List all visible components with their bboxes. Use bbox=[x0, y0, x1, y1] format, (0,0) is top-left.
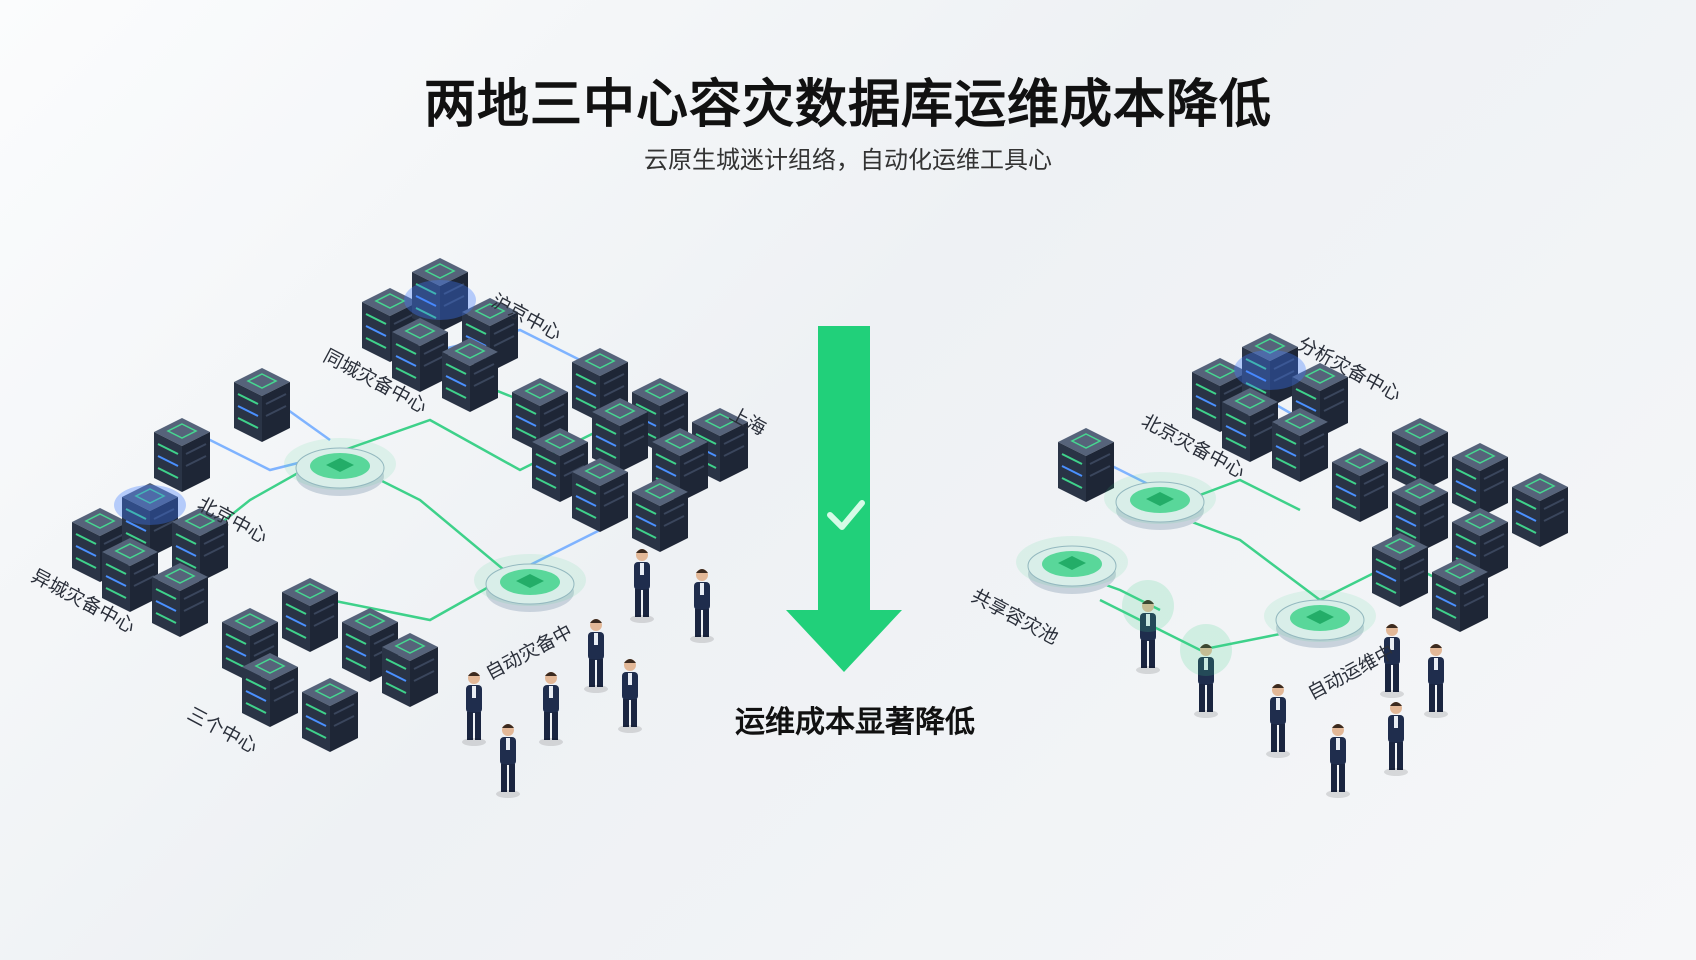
page-subtitle: 云原生城迷计组络，自动化运维工具心 bbox=[644, 146, 1052, 174]
hub-node-1 bbox=[283, 437, 397, 497]
server-small-2 bbox=[153, 417, 211, 493]
server-cluster-right-big bbox=[1331, 417, 1569, 633]
hub-node-3 bbox=[1103, 471, 1217, 531]
server-small-1 bbox=[233, 367, 291, 443]
down-arrow-icon bbox=[786, 326, 902, 672]
people-group-right bbox=[1122, 580, 1448, 798]
server-cluster-shanghai bbox=[511, 347, 749, 553]
hub-node-5 bbox=[1263, 589, 1377, 649]
center-caption: 运维成本显著降低 bbox=[735, 705, 975, 740]
hub-node-2 bbox=[473, 553, 587, 613]
check-icon bbox=[827, 500, 865, 530]
page-title: 两地三中心容灾数据库运维成本降低 bbox=[423, 75, 1272, 135]
label-shared-pool: 共享容灾池 bbox=[968, 585, 1062, 649]
label-auto-dr: 自动灾备中 bbox=[482, 620, 576, 684]
server-small-right bbox=[1057, 427, 1115, 503]
server-cluster-bottom bbox=[221, 577, 439, 753]
server-cluster-top bbox=[361, 257, 519, 413]
server-cluster-left bbox=[71, 482, 229, 638]
hub-node-4 bbox=[1015, 535, 1129, 595]
server-cluster-right-top bbox=[1191, 332, 1349, 483]
